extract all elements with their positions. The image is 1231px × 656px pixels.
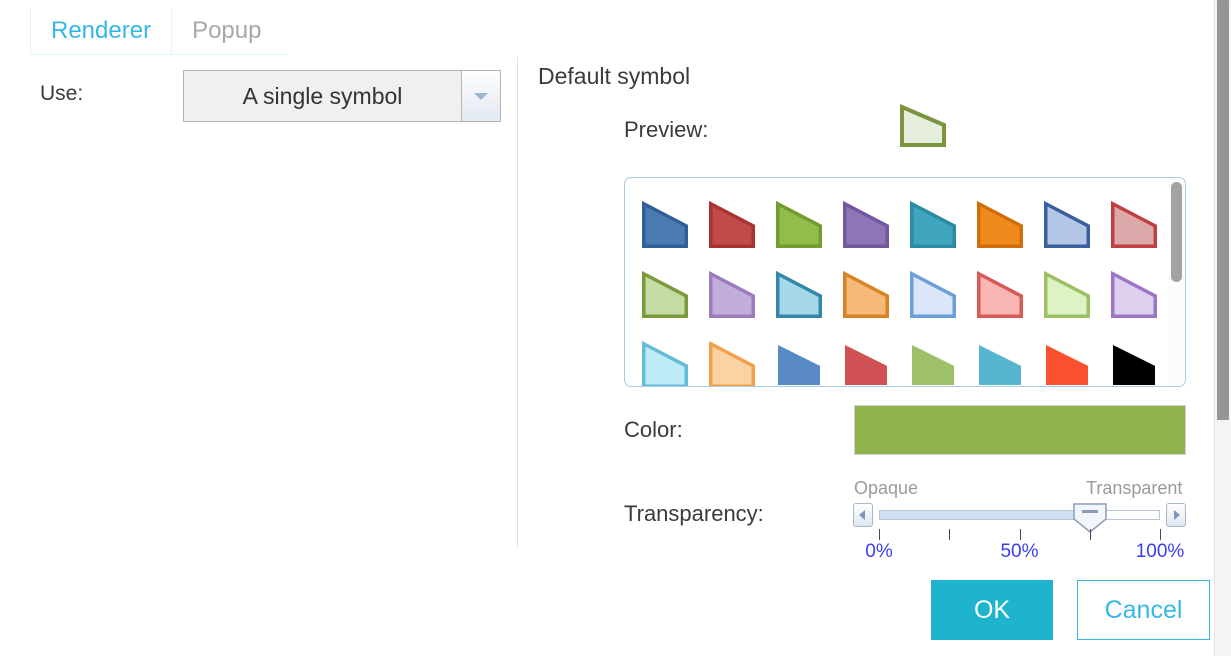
symbol-swatch[interactable]: [698, 190, 765, 260]
slider-tick-label: 50%: [1000, 541, 1039, 562]
page-scrollbar-thumb[interactable]: [1217, 0, 1229, 420]
symbol-row: [631, 330, 1167, 386]
symbol-swatch[interactable]: [966, 190, 1033, 260]
arrow-left-icon[interactable]: [853, 503, 873, 527]
symbol-swatch[interactable]: [1100, 190, 1167, 260]
symbol-gallery-rows: [625, 178, 1167, 386]
slider-tick: [1160, 529, 1161, 540]
symbol-swatch[interactable]: [899, 330, 966, 386]
symbol-swatch[interactable]: [765, 260, 832, 330]
opaque-label: Opaque: [854, 478, 919, 498]
preview-symbol: [898, 103, 948, 149]
slider-ticks: [879, 529, 1161, 541]
tab-renderer[interactable]: Renderer: [30, 8, 173, 54]
slider-tick: [1089, 529, 1091, 540]
default-symbol-title: Default symbol: [538, 63, 691, 89]
slider-fill: [880, 511, 1090, 519]
symbol-swatch[interactable]: [832, 260, 899, 330]
symbol-swatch[interactable]: [698, 260, 765, 330]
slider-tick-label: 0%: [865, 541, 893, 562]
page-scrollbar[interactable]: [1214, 0, 1231, 656]
slider-tick: [949, 529, 951, 540]
transparency-slider[interactable]: 0% 50% 100%: [853, 503, 1186, 562]
symbol-swatch[interactable]: [832, 330, 899, 386]
symbol-row: [631, 260, 1167, 330]
tab-popup-label: Popup: [192, 17, 262, 44]
symbol-swatch[interactable]: [966, 260, 1033, 330]
symbol-swatch[interactable]: [631, 260, 698, 330]
transparent-label: Transparent: [1086, 478, 1183, 498]
symbol-swatch[interactable]: [765, 330, 832, 386]
slider-thumb[interactable]: [1073, 503, 1107, 533]
renderer-select-value: A single symbol: [242, 83, 403, 109]
gallery-scrollbar[interactable]: [1169, 179, 1184, 385]
preview-label: Preview:: [624, 117, 709, 142]
symbol-swatch[interactable]: [1100, 330, 1167, 386]
slider-tick: [879, 529, 880, 540]
transparency-label: Transparency:: [624, 501, 764, 526]
slider-track[interactable]: [879, 510, 1160, 520]
symbol-swatch[interactable]: [1100, 260, 1167, 330]
symbol-swatch[interactable]: [966, 330, 1033, 386]
symbol-row: [631, 190, 1167, 260]
slider-tick-labels: 0% 50% 100%: [865, 541, 1184, 563]
tabstrip: Renderer Popup: [30, 8, 281, 54]
renderer-select[interactable]: A single symbol: [183, 70, 501, 122]
tab-popup[interactable]: Popup: [172, 8, 281, 54]
tab-renderer-label: Renderer: [51, 17, 152, 44]
slider-tick-label: 100%: [1135, 541, 1185, 562]
slider-tick: [1019, 529, 1021, 540]
use-label: Use:: [40, 82, 84, 105]
symbol-swatch[interactable]: [832, 190, 899, 260]
symbol-swatch[interactable]: [631, 190, 698, 260]
gallery-scrollbar-thumb[interactable]: [1171, 182, 1182, 282]
symbol-swatch[interactable]: [899, 190, 966, 260]
arrow-right-icon[interactable]: [1166, 503, 1186, 527]
chevron-down-icon[interactable]: [461, 71, 500, 121]
symbol-swatch[interactable]: [1033, 190, 1100, 260]
symbol-swatch[interactable]: [765, 190, 832, 260]
color-label: Color:: [624, 417, 683, 442]
symbol-gallery[interactable]: [624, 177, 1186, 387]
symbol-swatch[interactable]: [1033, 260, 1100, 330]
symbol-swatch[interactable]: [1033, 330, 1100, 386]
ok-button[interactable]: OK: [931, 580, 1053, 640]
cancel-button[interactable]: Cancel: [1077, 580, 1210, 640]
symbol-swatch[interactable]: [899, 260, 966, 330]
pane-divider: [517, 57, 518, 547]
color-swatch[interactable]: [854, 405, 1186, 455]
symbol-swatch[interactable]: [631, 330, 698, 386]
tab-underline: [30, 54, 288, 55]
symbol-swatch[interactable]: [698, 330, 765, 386]
